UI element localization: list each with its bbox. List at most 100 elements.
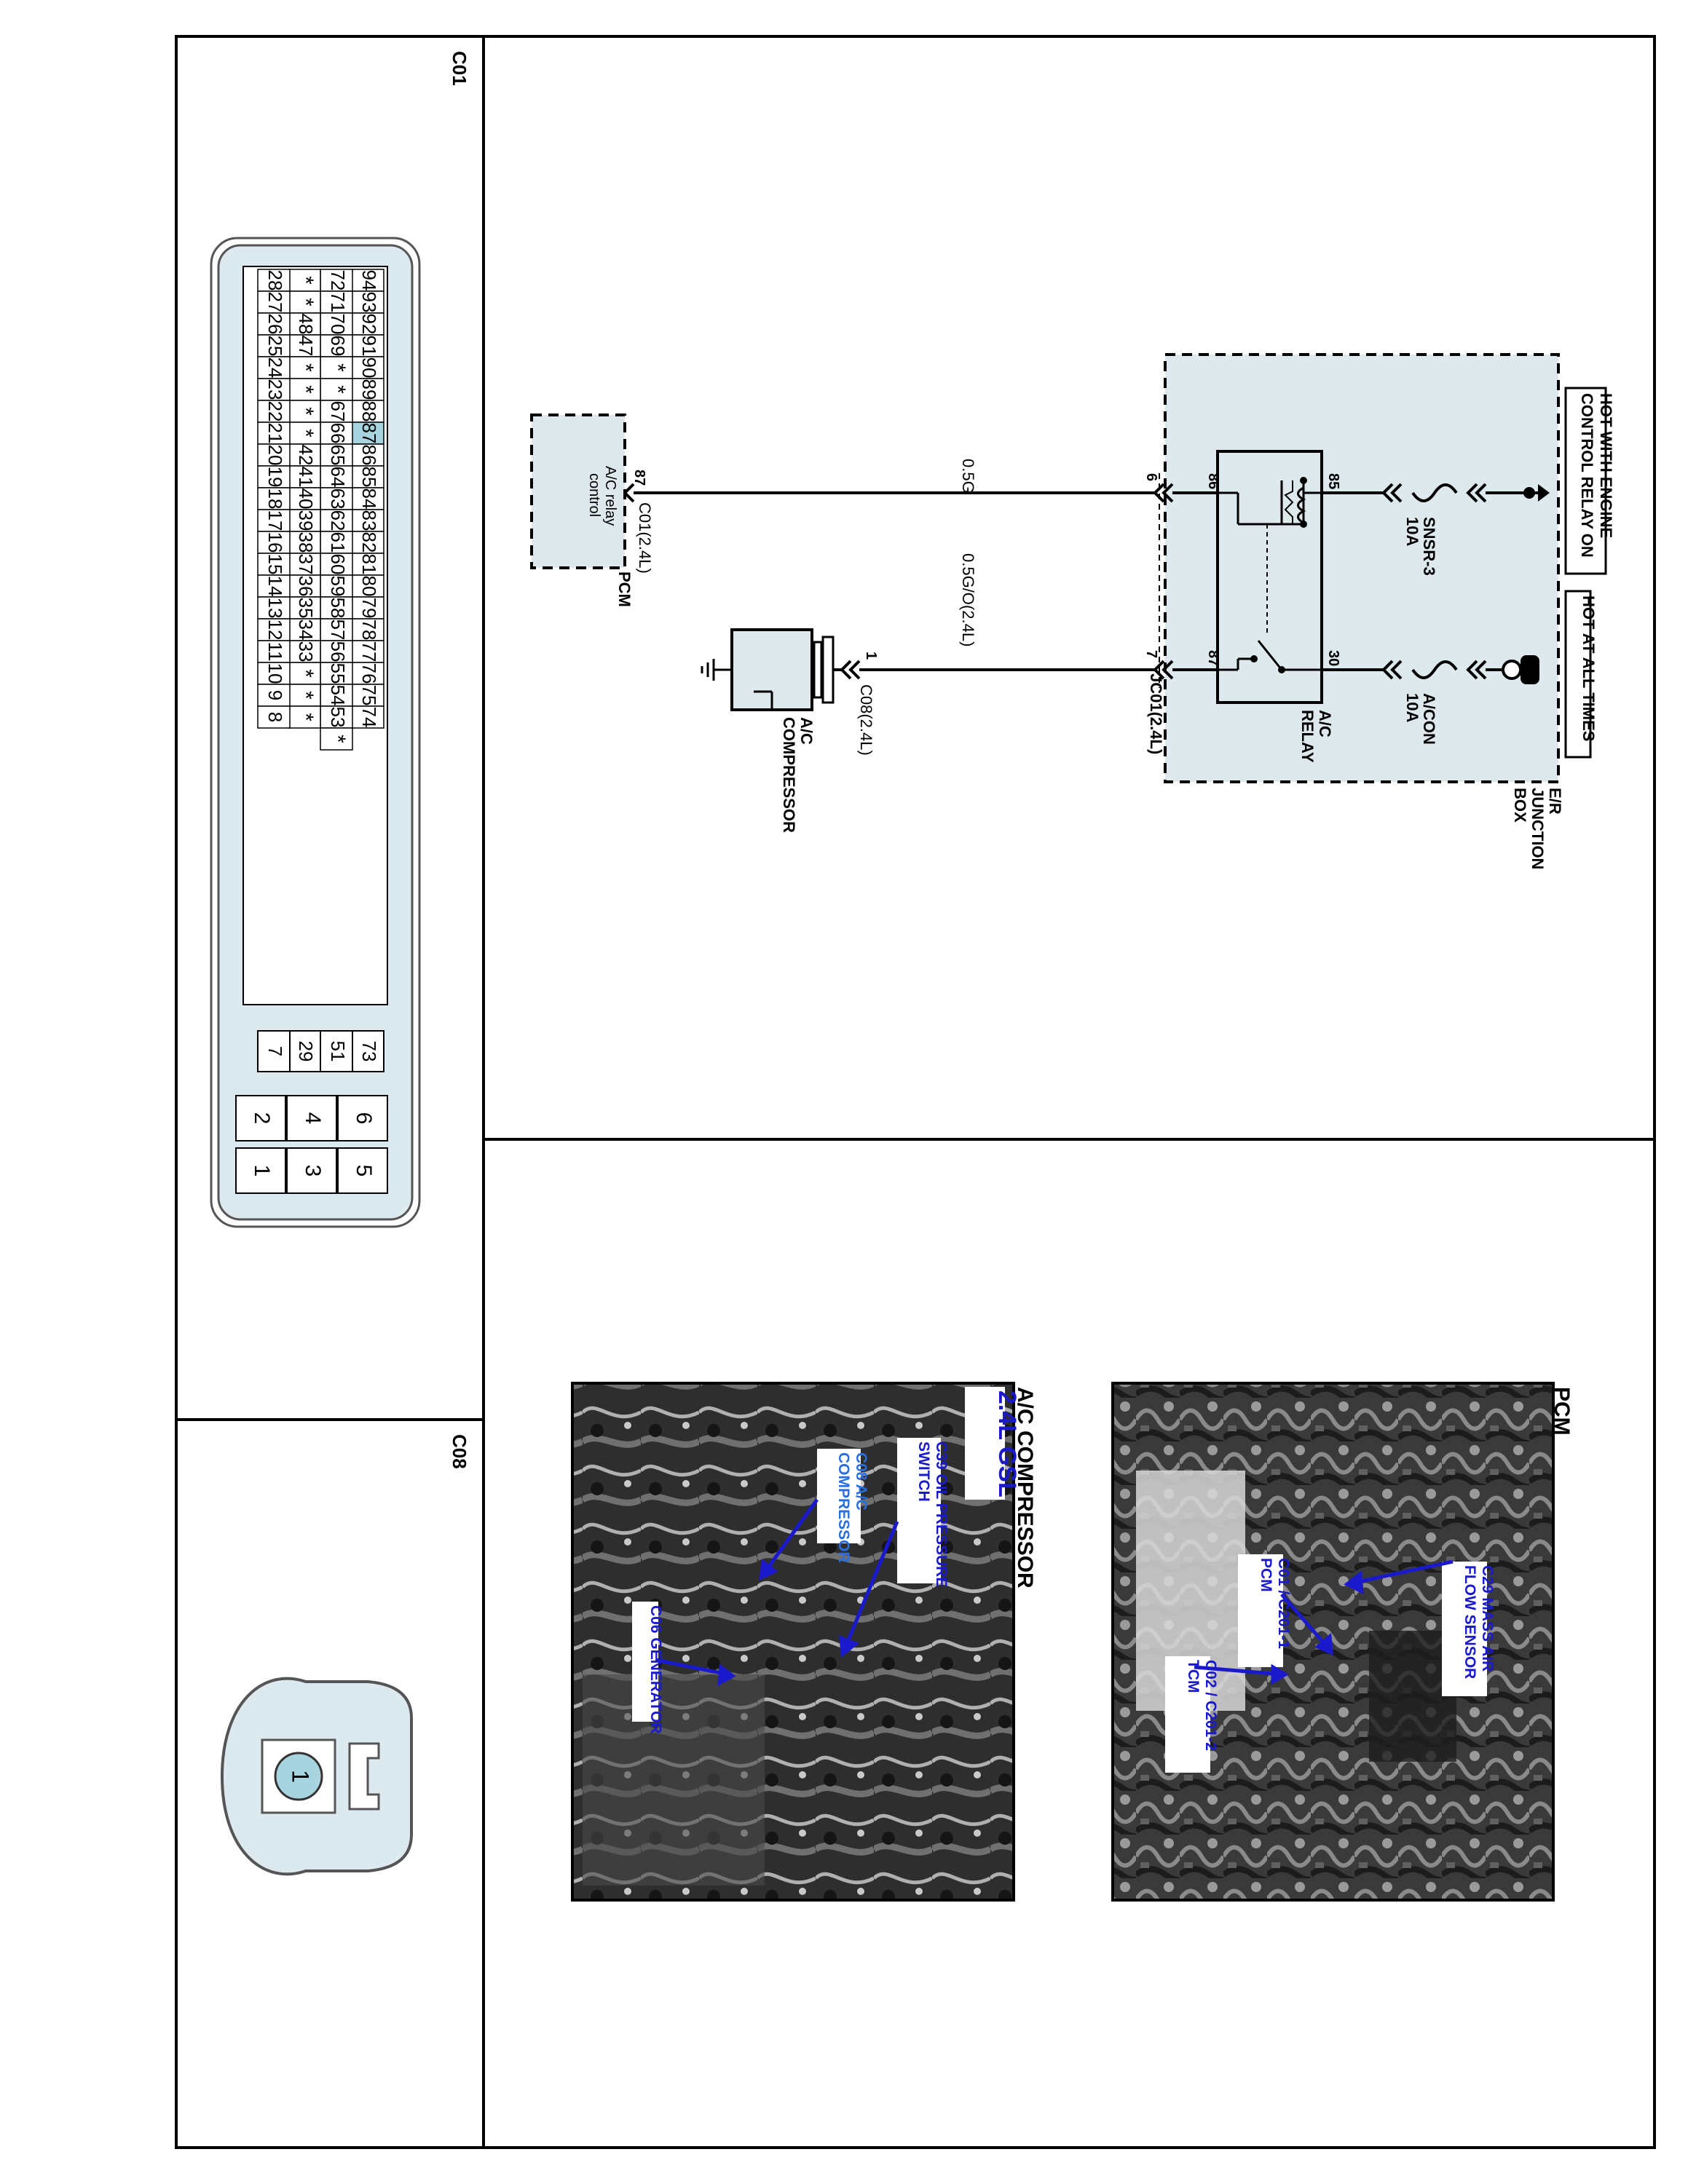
pin-label: 57 [327,620,349,641]
small-pin-label: 5 [352,1165,376,1177]
small-pin-cell [337,1095,388,1142]
pin-cell [288,705,321,729]
pin-label: 8 [264,712,286,722]
pin-label: 16 [264,532,286,553]
hot-always-label: HOT AT ALL TIMES [1579,596,1598,741]
relay-label-2: RELAY [1298,710,1317,763]
pin-label: 75 [358,685,380,706]
pin-label: 83 [358,510,380,531]
junction-box-label-1: E/R [1546,788,1564,815]
relay-pin-30: 30 [1325,650,1341,666]
pin-label: 36 [295,576,317,597]
relay-pin-86: 86 [1205,473,1221,489]
pin-cell [351,662,384,685]
relay-pin-85: 85 [1325,473,1341,489]
pin-cell [320,727,353,751]
callout-pcm-1: C01 / C201-1 [1275,1558,1292,1649]
side-pin-cell [257,1030,291,1072]
callout-tcm-2: TCM [1185,1660,1202,1693]
junction-box-label-3: BOX [1511,788,1529,823]
pin-label: 53 [327,707,349,728]
pin-label: 92 [358,314,380,335]
pin-cell [320,662,353,685]
pin-label: * [293,691,318,700]
pin-cell [320,356,353,379]
pcm-box [530,414,626,569]
pin-label: 38 [295,532,317,553]
photo-title-compressor: A/C COMPRESSOR [1013,1387,1037,1588]
page-frame [175,35,1656,2149]
compressor-connector-label: C08(2.4L) [857,684,875,756]
pin-cell [257,531,291,554]
pin-label: * [293,385,318,394]
junction-box-label-2: JUNCTION [1529,788,1547,869]
pcm-name: PCM [615,571,634,607]
pin-label: 48 [295,314,317,335]
side-pin-label: 7 [264,1046,286,1056]
pin-label: 69 [327,336,349,357]
jc01-pin-7: 7 [1143,650,1159,658]
pin-label: 91 [358,336,380,357]
pin-label: 65 [327,445,349,466]
pin-cell [288,509,321,532]
photo-pcm: PCM C29 MASS AIR FLOW SENSOR C01 / C201-… [1111,1382,1574,1902]
badge-2.4l-text: 2.4L GSL [993,1390,1021,1497]
pin-label: 86 [358,445,380,466]
pin-label: 23 [264,379,286,400]
pin-label: 42 [295,445,317,466]
callout-box-oil [897,1438,941,1583]
small-pin-label: 1 [250,1165,274,1177]
pin-label: * [326,385,350,394]
compressor-pin-1: 1 [863,652,879,660]
pin-label: 94 [358,270,380,291]
pin-label: * [293,429,318,438]
callout-acc-1: C08 A/C [853,1452,869,1511]
callout-maf-1: C29 MASS AIR [1479,1565,1496,1671]
pin-cell [351,596,384,620]
pin-cell [351,574,384,598]
connector-pins-c01: 9493929190898887868584838281807978777675… [257,269,384,751]
pin-label: 74 [358,707,380,728]
small-pin-cell [235,1147,286,1194]
pin-cell [320,684,353,707]
compressor-label-2: COMPRESSOR [780,717,798,833]
pin-cell [351,465,384,488]
callout-pcm-2: PCM [1258,1558,1274,1592]
connector-title-c08: C08 [449,1434,470,1469]
callout-box-tcm [1165,1656,1210,1773]
pin-label: 78 [358,620,380,641]
pin-label: 37 [295,554,317,575]
junction-box [1164,353,1560,783]
pin-label: 18 [264,488,286,510]
fuse-label-acon: A/CON [1420,693,1438,745]
pin-cell [257,574,291,598]
pin-label: 62 [327,510,349,531]
jc01-pin-6: 6 [1143,473,1159,481]
hot-always-label-box [1564,590,1592,759]
callout-oil-2: SWITCH [915,1441,932,1502]
pin-cell [257,443,291,467]
pin-label: 12 [264,620,286,641]
circuit-line-acon [1322,660,1502,680]
wire-label-0.5g: 0.5G [959,459,977,494]
pin-label: 93 [358,292,380,313]
callout-arrows-compressor [655,1498,899,1687]
pin-label-highlighted: 87 [358,423,380,444]
pin-label: 11 [264,642,286,662]
pin-cell [288,662,321,685]
ac-compressor-connector [830,660,861,680]
callout-acc-2: COMPRESSOR [835,1452,852,1563]
ac-relay [1216,450,1323,704]
pin-cell [257,705,291,729]
pin-label: * [326,363,350,372]
pin-label: * [293,298,318,306]
pin-cell [257,509,291,532]
pin-label: 72 [327,270,349,291]
pin-cell [288,356,321,379]
hot-engine-label-line2: CONTROL RELAY ON [1578,393,1596,558]
pin-label: 63 [327,488,349,510]
pin-label: 70 [327,314,349,335]
jc01-label: JC01(2.4L) [1147,673,1165,754]
